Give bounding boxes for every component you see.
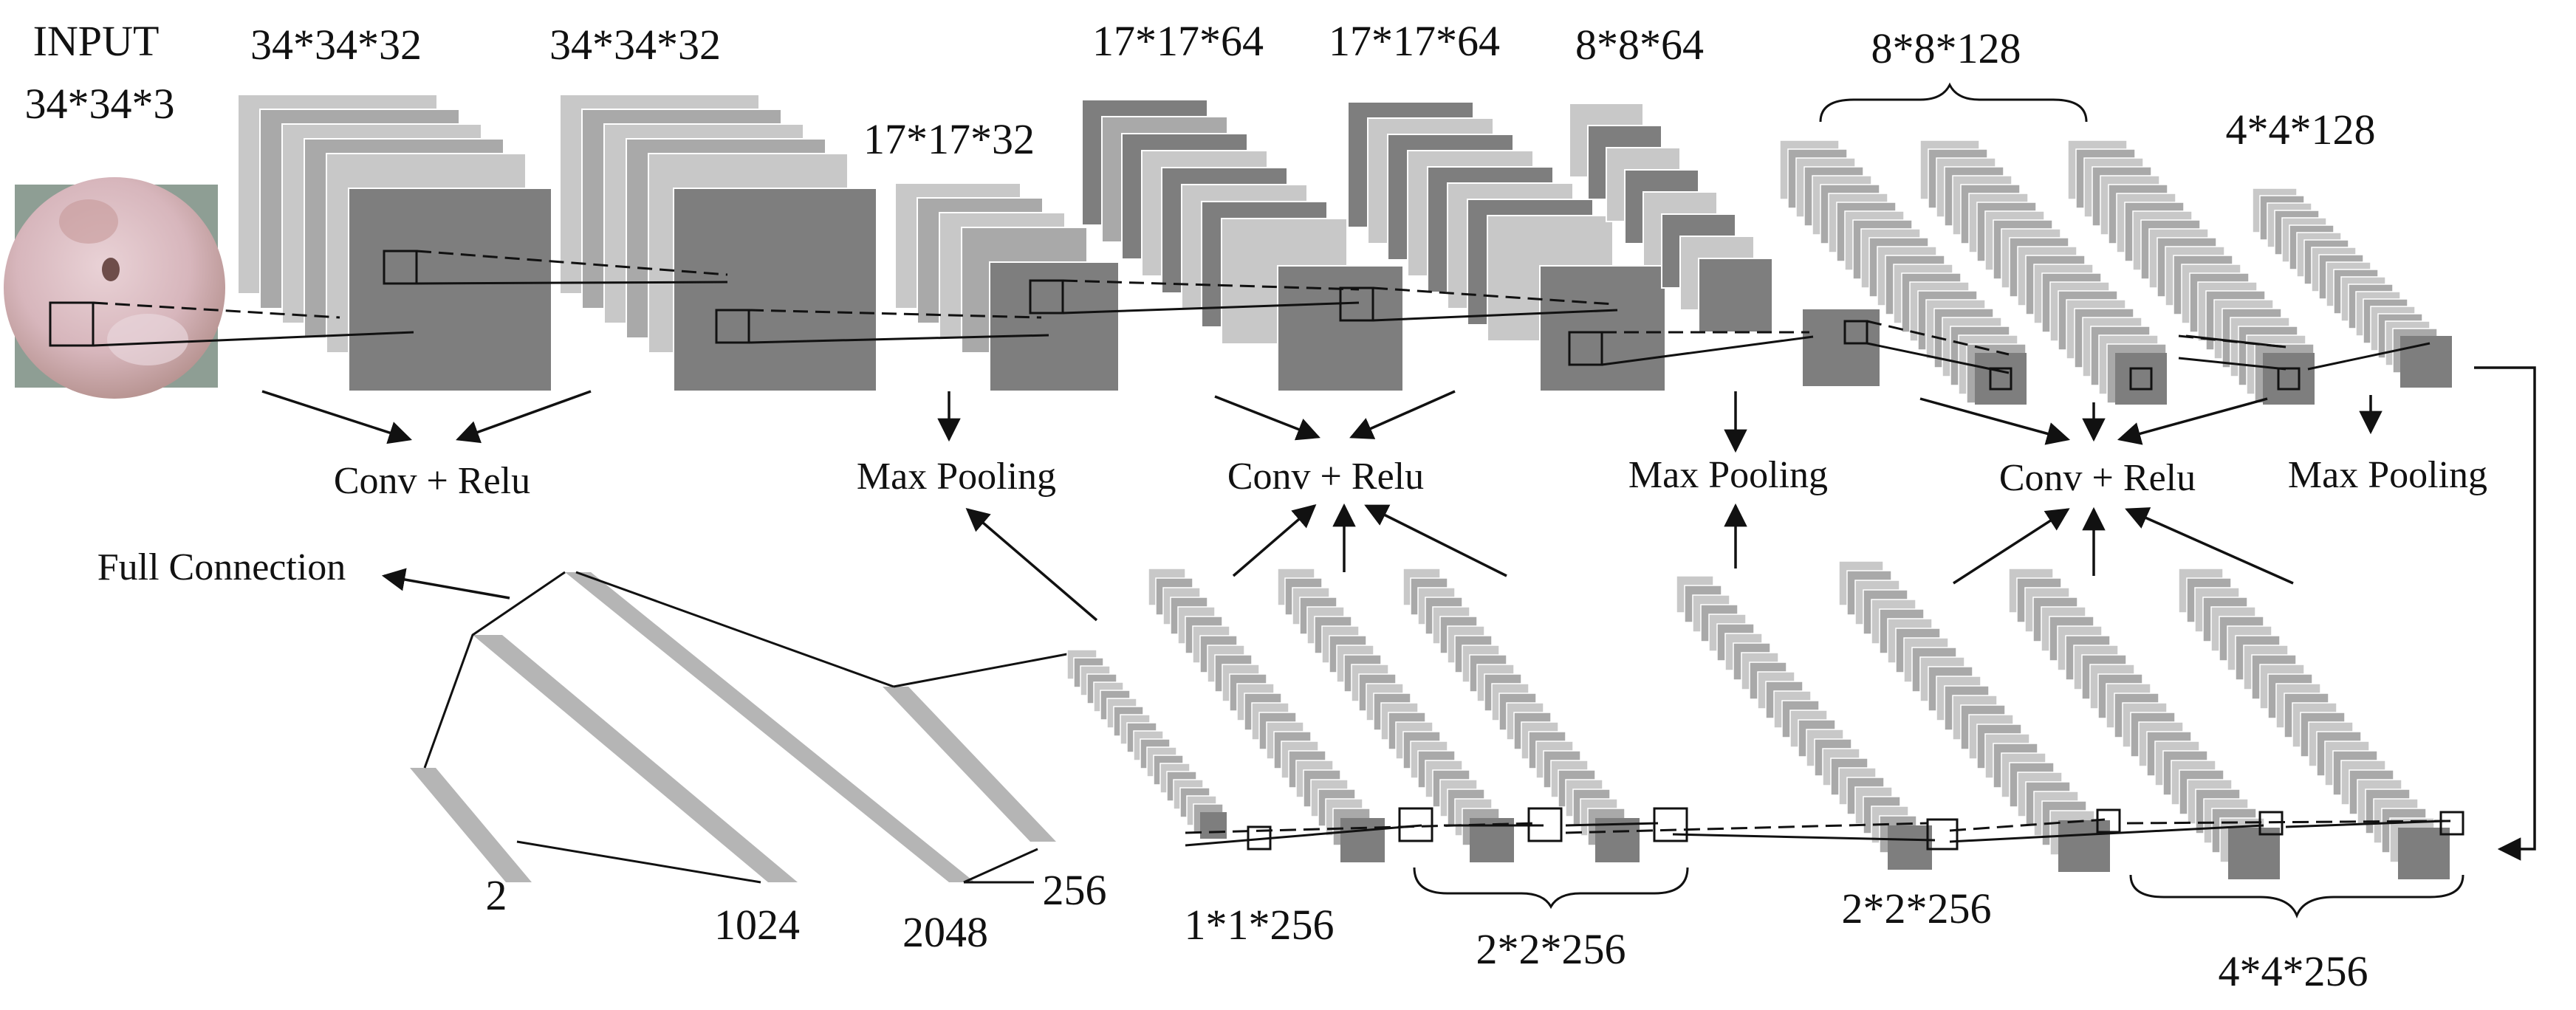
fc-2048-label: 2048 (902, 908, 988, 956)
receptive-lines-bottom (1185, 818, 2453, 847)
arrows-top (261, 390, 2383, 453)
brace-conv3-group (1819, 82, 2088, 123)
receptive-lines-top (92, 250, 2431, 374)
feature-stack-pool3 (2252, 188, 2452, 388)
max-pooling-label-2: Max Pooling (1628, 454, 1828, 496)
conv1a-size-label: 34*34*32 (250, 21, 422, 69)
feature-map-front (1340, 818, 1385, 862)
feature-stack-conv1a (237, 94, 552, 392)
receptive-field-box (1527, 807, 1563, 842)
deconv-4x4-group-label: 4*4*256 (2219, 947, 2368, 995)
receptive-field-box (1926, 818, 1959, 851)
conv-relu-label-3: Conv + Relu (1999, 457, 2196, 499)
fc-out-label: 2 (486, 871, 507, 919)
deconv-stack-4x4-c (2178, 568, 2450, 879)
conv3-group-size-label: 8*8*128 (1871, 24, 2021, 72)
fc-bar-1024 (473, 635, 798, 882)
feature-map-front (2228, 828, 2280, 879)
feature-map-front (1200, 812, 1227, 839)
feature-map-front (2058, 820, 2110, 872)
receptive-field-box (2129, 367, 2153, 391)
conv2b-size-label: 17*17*64 (1329, 17, 1500, 65)
deconv-2x2-group-label: 2*2*256 (1476, 925, 1626, 973)
receptive-field-box (2277, 367, 2301, 391)
feature-map-front (2398, 828, 2450, 879)
fc-256-label: 256 (1043, 866, 1107, 914)
deconv-stack-2x2-c (1402, 568, 1640, 862)
arrows-bottom (381, 503, 2294, 622)
input-title-label: INPUT (33, 17, 160, 65)
feature-stack-conv2a (1081, 99, 1404, 392)
pool3-to-deconv-connector (2474, 366, 2536, 861)
input-image (4, 177, 225, 399)
receptive-field-box (1398, 807, 1433, 842)
feature-map-front (2115, 353, 2167, 405)
feature-map-front (2263, 353, 2315, 405)
deconv-2x2-single-label: 2*2*256 (1842, 884, 1992, 932)
feature-stack-conv1b (559, 94, 877, 392)
fc-connection-lines (423, 571, 1072, 884)
receptive-field-box (2258, 811, 2284, 836)
deconv-stack-1x1 (1066, 649, 1227, 839)
receptive-field-box (2096, 808, 2121, 834)
feature-stack-conv2b (1347, 101, 1666, 392)
conv2a-size-label: 17*17*64 (1092, 17, 1264, 65)
fc-1024-label: 1024 (714, 901, 800, 949)
deconv-stack-2x2-d (1676, 575, 1932, 870)
receptive-field-box (1653, 807, 1688, 842)
fc-bar-2 (410, 768, 532, 882)
full-connection-label: Full Connection (97, 546, 346, 588)
feature-stack-pool1 (894, 182, 1120, 392)
fc-layers (410, 572, 1056, 882)
max-pooling-label-3: Max Pooling (2288, 454, 2487, 496)
feature-stack-pool2 (1569, 103, 1881, 388)
receptive-field-box (2439, 811, 2464, 836)
pool2-size-label: 8*8*64 (1575, 21, 1704, 69)
receptive-field-box (1247, 825, 1272, 851)
fc-bar-2048-b (883, 687, 1056, 842)
conv-relu-label-2: Conv + Relu (1227, 456, 1424, 498)
deconv-stack-4x4-a (1838, 560, 2110, 872)
input-size-label: 34*34*3 (25, 80, 175, 128)
fc-bar-2048-a (565, 572, 975, 882)
deconv-stack-4x4-b (2008, 568, 2280, 879)
conv1b-size-label: 34*34*32 (549, 21, 721, 69)
feature-map-front (1888, 825, 1932, 870)
feature-stack-conv3b (1919, 140, 2167, 405)
deconv-stack-2x2-a (1148, 568, 1385, 862)
pool1-size-label: 17*17*32 (863, 115, 1035, 163)
feature-stack-conv3a (1779, 140, 2027, 405)
feature-map-front (1975, 353, 2027, 405)
receptive-field-box (1989, 367, 2012, 391)
brace-2x2-group (1413, 867, 1689, 910)
conv-relu-label-1: Conv + Relu (334, 460, 530, 502)
deconv-stack-2x2-b (1277, 568, 1514, 862)
deconv-1x1-label: 1*1*256 (1185, 901, 1335, 949)
feature-stack-conv3c (2067, 140, 2315, 405)
pool3-size-label: 4*4*128 (2226, 106, 2376, 154)
brace-4x4-group (2129, 874, 2464, 919)
max-pooling-label-1: Max Pooling (857, 456, 1056, 498)
